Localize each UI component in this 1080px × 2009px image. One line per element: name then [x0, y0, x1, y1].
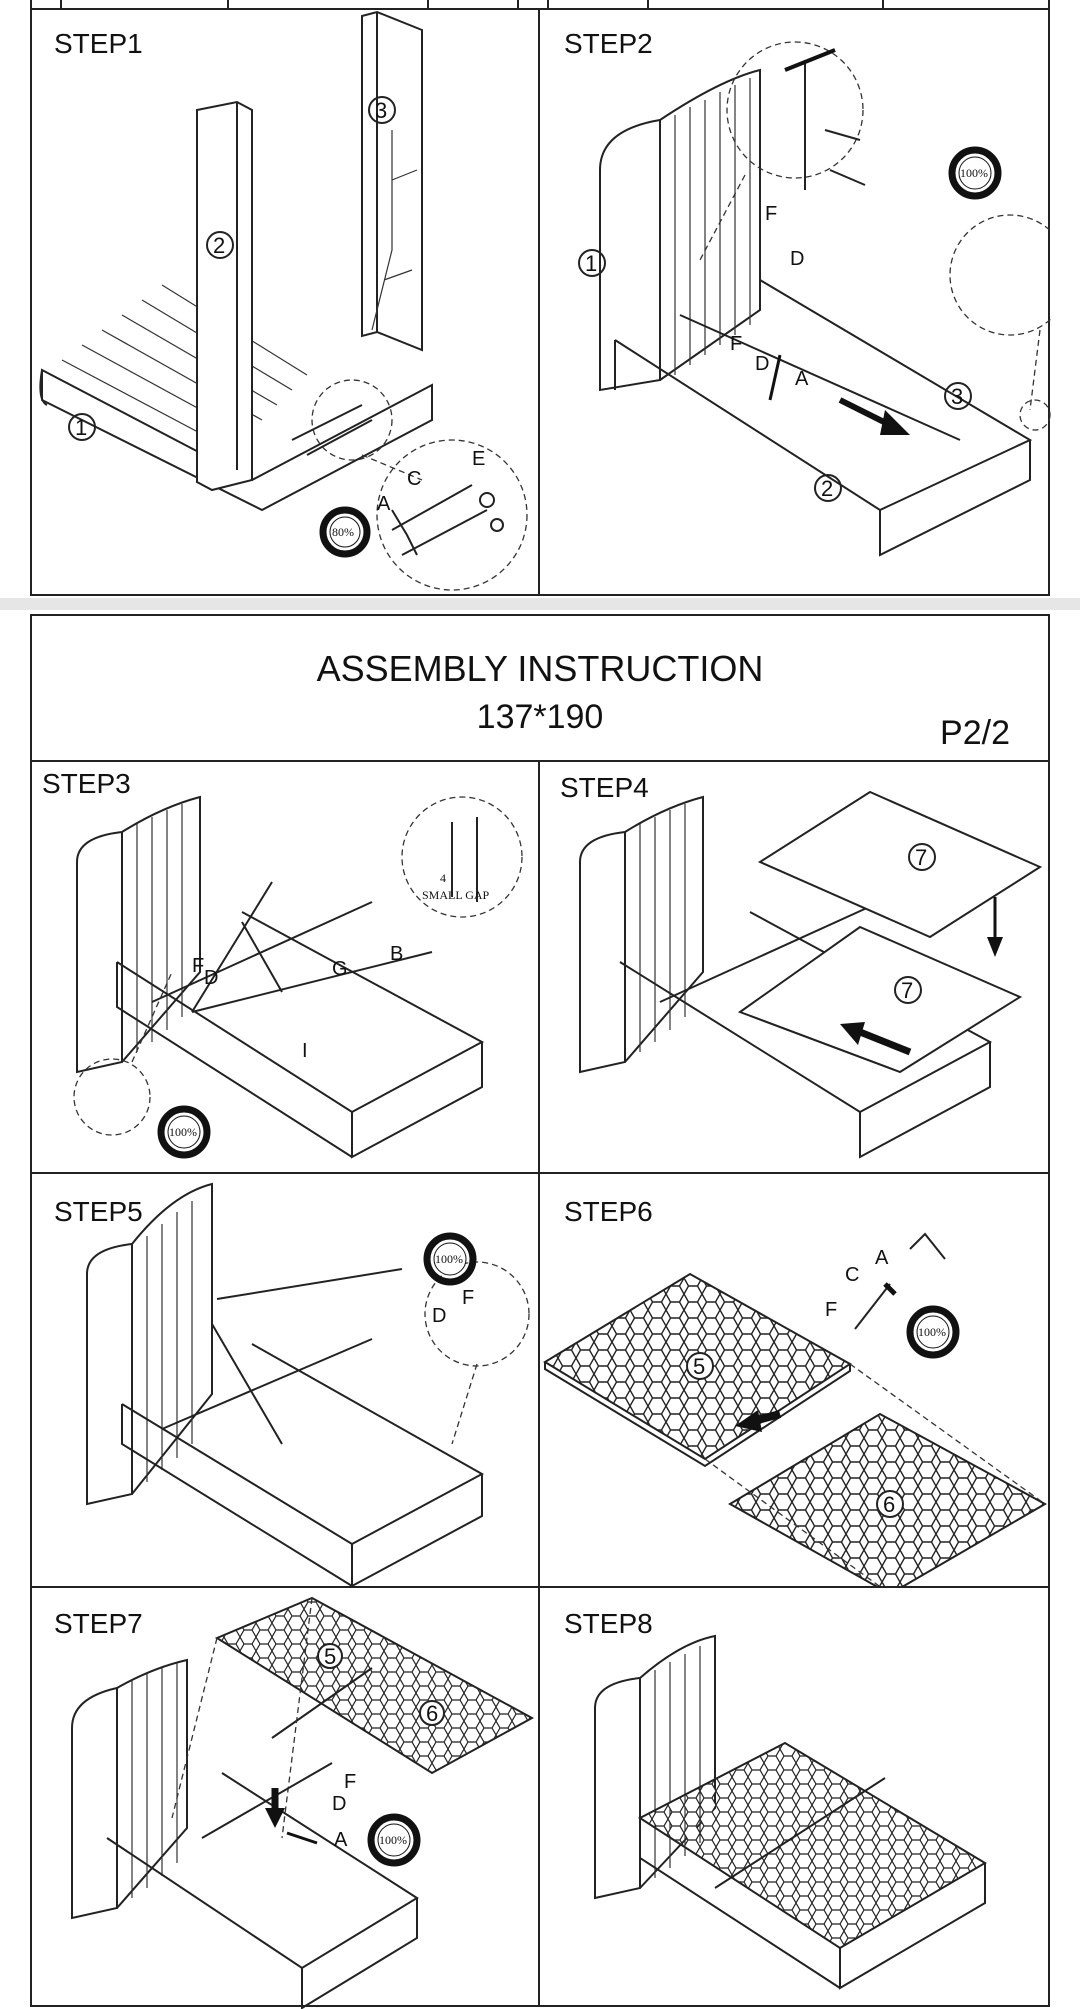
step4-illustration: 7 7 [579, 790, 1043, 1159]
step3-panel: STEP3 SMALL GAP 4 F D G B I 100% [30, 760, 540, 1174]
svg-text:F: F [825, 1299, 837, 1321]
svg-text:A: A [875, 1247, 889, 1269]
step6-torque: 100% [918, 1325, 946, 1339]
svg-text:D: D [755, 353, 769, 375]
step7-label: STEP7 [54, 1608, 143, 1639]
svg-text:F: F [765, 203, 777, 225]
svg-text:1: 1 [585, 251, 597, 276]
svg-text:G: G [332, 958, 348, 980]
svg-text:1: 1 [75, 415, 87, 440]
svg-text:A: A [334, 1829, 348, 1851]
svg-text:B: B [390, 943, 403, 965]
svg-text:C: C [845, 1264, 859, 1286]
step5-panel: STEP5 D F 100% [30, 1172, 540, 1588]
part-5-step7: 5 [324, 1644, 336, 1669]
svg-text:F: F [730, 333, 742, 355]
part-6-step7: 6 [426, 1701, 438, 1726]
document-title: ASSEMBLY INSTRUCTION [316, 648, 764, 689]
bed-size: 137*190 [476, 698, 604, 736]
svg-text:3: 3 [375, 98, 387, 123]
step2-torque: 100% [960, 166, 988, 180]
step2-panel: STEP2 F D F D A 1 2 3 [538, 8, 1052, 596]
step3-torque: 100% [169, 1125, 197, 1139]
part-6: 6 [883, 1492, 895, 1517]
part-7-bottom: 7 [901, 978, 913, 1003]
svg-text:D: D [332, 1793, 346, 1815]
svg-text:A: A [795, 368, 809, 390]
svg-text:2: 2 [213, 233, 225, 258]
step7-illustration: 5 6 F D A 100% [71, 1596, 535, 2009]
step5-illustration: D F 100% [86, 1182, 530, 1588]
step8-label: STEP8 [564, 1608, 653, 1639]
step4-panel: STEP4 7 7 [538, 760, 1050, 1174]
step7-torque: 100% [379, 1833, 407, 1847]
hw-a: A [377, 493, 391, 515]
step8-illustration [594, 1634, 987, 1990]
step6-label: STEP6 [564, 1196, 653, 1227]
step7-panel: STEP7 5 6 F D A 100% [30, 1586, 540, 2009]
step3-illustration: SMALL GAP 4 F D G B I 100% [73, 795, 523, 1159]
step3-small-gap: SMALL GAP [422, 888, 490, 902]
step4-label: STEP4 [560, 772, 649, 803]
svg-text:D: D [790, 248, 804, 270]
svg-text:2: 2 [821, 476, 833, 501]
step2-illustration: F D F D A 1 2 3 100% [578, 41, 1052, 557]
svg-text:F: F [344, 1771, 356, 1793]
part-5: 5 [693, 1354, 705, 1379]
step1-panel: STEP1 A C E 1 2 3 80% [30, 8, 540, 596]
header-panel: ASSEMBLY INSTRUCTION 137*190 P2/2 [30, 614, 1050, 762]
step1-illustration: A C E 1 2 3 80% [39, 10, 528, 591]
page-number: P2/2 [940, 714, 1010, 752]
part-7-top: 7 [915, 845, 927, 870]
svg-text:D: D [204, 967, 218, 989]
step2-label: STEP2 [564, 28, 653, 59]
svg-text:I: I [302, 1040, 308, 1062]
svg-text:E: E [472, 448, 485, 470]
svg-text:D: D [432, 1305, 446, 1327]
step5-label: STEP5 [54, 1196, 143, 1227]
svg-text:F: F [192, 955, 204, 977]
svg-text:F: F [462, 1287, 474, 1309]
step6-panel: STEP6 5 6 A C F 100% [538, 1172, 1050, 1590]
step3-label: STEP3 [42, 768, 131, 799]
step8-panel: STEP8 [538, 1586, 1050, 2007]
step6-illustration: 5 6 A C F 100% [543, 1232, 1048, 1590]
step1-label: STEP1 [54, 28, 143, 59]
svg-text:3: 3 [951, 384, 963, 409]
svg-text:C: C [407, 468, 421, 490]
page-separator [0, 598, 1080, 610]
step5-torque: 100% [435, 1252, 463, 1266]
svg-text:4: 4 [440, 871, 446, 885]
step1-torque: 80% [332, 525, 354, 539]
